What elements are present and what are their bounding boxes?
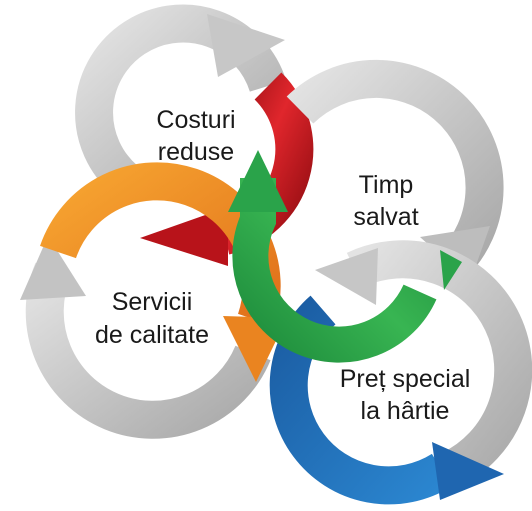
green-arrowhead-right [440,250,462,290]
blue-arrowhead-price [432,442,504,500]
green-arrow-time [232,178,437,363]
grey-arrowhead-costs [207,14,285,77]
grey-arrowhead-price [315,248,378,305]
label-time-line2: salvat [353,203,418,231]
label-price-line2: la hârtie [361,397,450,425]
label-price-line1: Preț special [340,365,471,393]
label-services: Servicii de calitate [95,288,209,349]
label-costs-line2: reduse [158,138,234,166]
grey-arrowhead-services [20,236,86,300]
label-price: Preț special la hârtie [340,365,471,425]
grey-arrow-time [286,59,504,279]
red-arrowhead-costs [140,207,228,266]
green-arrowhead-up [228,150,288,212]
label-costs-line1: Costuri [156,106,235,134]
green-arrow-group [228,150,462,363]
label-services-line1: Servicii [112,288,193,316]
label-time-line1: Timp [359,171,414,199]
label-time: Timp salvat [353,171,418,231]
cycle-ring-costs [75,4,314,266]
label-services-line2: de calitate [95,321,209,349]
grey-arrow-price [346,240,532,488]
grey-arrow-services [25,262,271,439]
label-costs: Costuri reduse [156,106,235,166]
